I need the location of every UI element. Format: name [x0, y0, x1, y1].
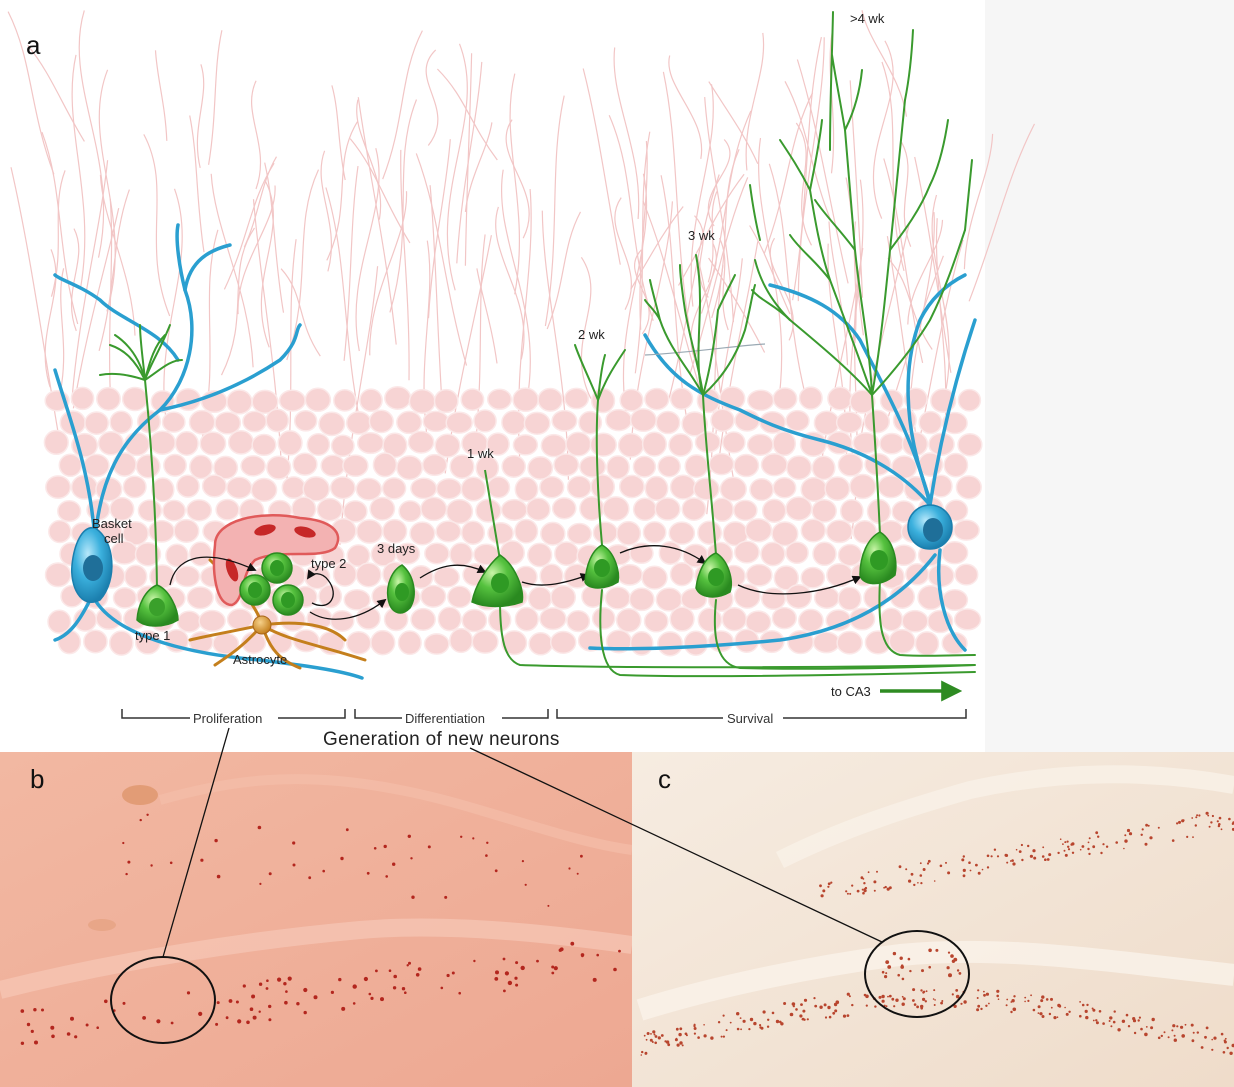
- basket-cell-right-soma: [908, 505, 952, 549]
- stage-survival: Survival: [727, 711, 773, 726]
- panel-label-b: b: [30, 764, 44, 794]
- timepoint-1wk: 1 wk: [467, 446, 494, 461]
- timepoint-4wk: >4 wk: [850, 11, 885, 26]
- panel-label-c: c: [658, 764, 671, 794]
- type1-label: type 1: [135, 628, 170, 643]
- astrocyte-soma: [253, 616, 271, 634]
- stage-differentiation: Differentiation: [405, 711, 485, 726]
- panel-b: b: [0, 752, 632, 1087]
- basket-cell-label-2: cell: [104, 531, 124, 546]
- timepoint-2wk: 2 wk: [578, 327, 605, 342]
- stage-proliferation: Proliferation: [193, 711, 262, 726]
- caption-generation: Generation of new neurons: [323, 729, 560, 750]
- panel-a: a Basket cell type 1 type 2 Astrocyte to…: [0, 0, 1234, 752]
- timepoint-3wk: 3 wk: [688, 228, 715, 243]
- right-margin: [985, 0, 1234, 752]
- basket-cell-label-1: Basket: [92, 516, 132, 531]
- panel-c: c: [632, 752, 1234, 1087]
- type2-label: type 2: [311, 556, 346, 571]
- astrocyte-label: Astrocyte: [233, 652, 287, 667]
- timepoint-3days: 3 days: [377, 541, 416, 556]
- to-ca3-label: to CA3: [831, 684, 871, 699]
- panel-label-a: a: [26, 30, 41, 60]
